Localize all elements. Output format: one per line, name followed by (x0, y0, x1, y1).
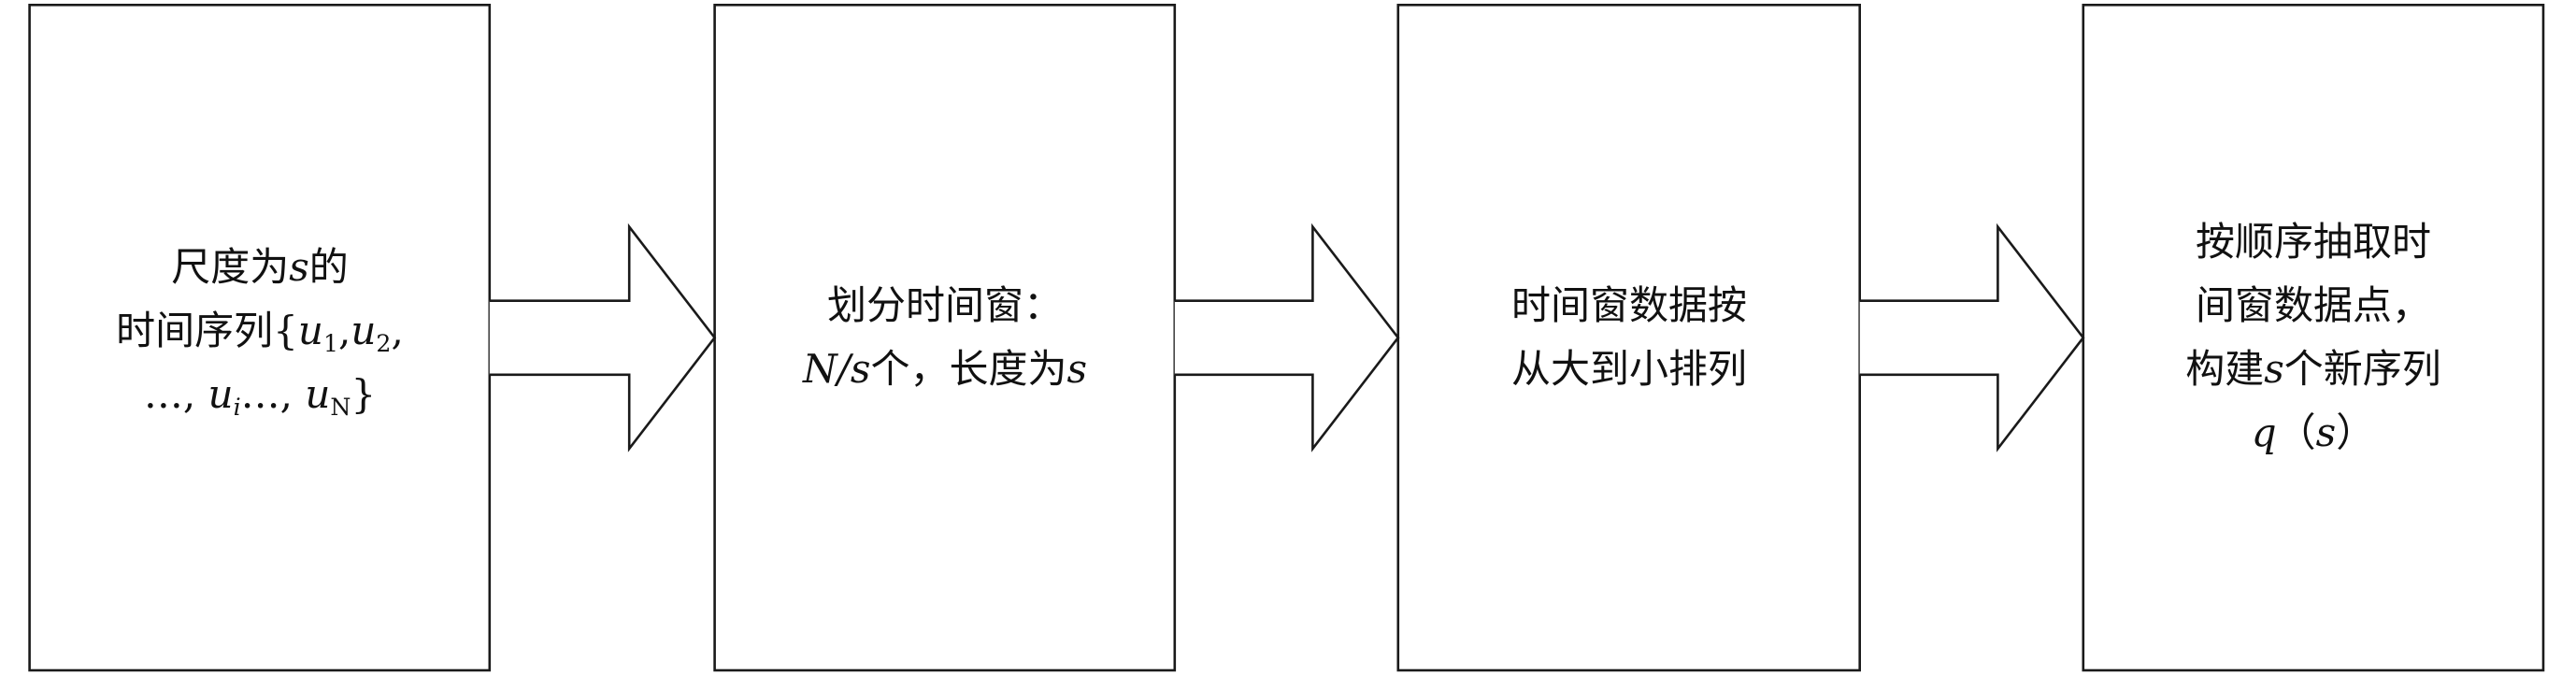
text-segment: 按顺序抽取时 (2195, 219, 2431, 265)
step-3-text: 时间窗数据按从大到小排列 (1398, 5, 1860, 670)
step-3-line-1: 时间窗数据按 (1511, 274, 1747, 338)
text-segment: 尺度为 (171, 244, 290, 290)
arrow-1 (489, 223, 717, 452)
math-variable: u (305, 371, 331, 417)
text-segment: 的 (308, 244, 349, 290)
math-variable: u (208, 371, 234, 417)
step-2-text: 划分时间窗： N/s个，长度为s (715, 5, 1175, 670)
step-3-line-2: 从大到小排列 (1511, 338, 1747, 401)
subscript: 1 (322, 330, 338, 358)
arrow-3 (1859, 223, 2085, 452)
text-segment: ） (2336, 409, 2376, 455)
text-segment: } (351, 371, 377, 417)
math-variable: N/s (802, 346, 871, 392)
text-segment: 个，长度为 (870, 346, 1067, 392)
text-segment: …, (143, 371, 208, 417)
text-segment: 间窗数据点， (2195, 282, 2431, 328)
step-box-3 (1396, 4, 1862, 672)
math-variable: s (2264, 346, 2284, 392)
step-4-line-2: 间窗数据点， (2196, 274, 2431, 338)
math-variable: u (297, 308, 323, 353)
text-segment: , (338, 308, 351, 353)
step-1-line-1: 尺度为s的 (171, 236, 349, 299)
math-variable: s (1066, 346, 1088, 392)
text-segment: 时间窗数据按 (1510, 282, 1747, 328)
step-1-line-2: 时间序列{u1,u2, (116, 299, 404, 363)
arrow-2 (1174, 223, 1400, 452)
step-2-line-1: 划分时间窗： (827, 274, 1063, 338)
subscript: N (330, 394, 351, 422)
step-2-line-2: N/s个，长度为s (803, 338, 1087, 401)
math-variable: q (2251, 409, 2277, 455)
step-4-line-1: 按顺序抽取时 (2196, 210, 2431, 274)
math-variable: s (2315, 409, 2337, 455)
subscript: i (233, 394, 241, 422)
step-box-2 (713, 4, 1177, 672)
step-4-line-3: 构建s个新序列 (2185, 338, 2441, 401)
math-variable: s (289, 244, 309, 290)
math-variable: u (351, 308, 377, 353)
text-segment: 构建 (2185, 346, 2265, 392)
step-box-4 (2082, 4, 2545, 672)
step-1-line-3: …, ui…, uN} (144, 363, 376, 426)
step-4-line-4: q（s） (2252, 401, 2375, 465)
text-segment: 时间序列{ (116, 308, 298, 353)
step-1-text: 尺度为s的时间序列{u1,u2,…, ui…, uN} (30, 5, 490, 670)
text-segment: （ (2276, 409, 2316, 455)
subscript: 2 (376, 330, 392, 358)
text-segment: …, (240, 371, 306, 417)
text-segment: 个新序列 (2283, 346, 2441, 392)
text-segment: , (391, 308, 404, 353)
step-box-1 (28, 4, 492, 672)
text-segment: 划分时间窗： (826, 282, 1063, 328)
text-segment: 从大到小排列 (1510, 346, 1747, 392)
